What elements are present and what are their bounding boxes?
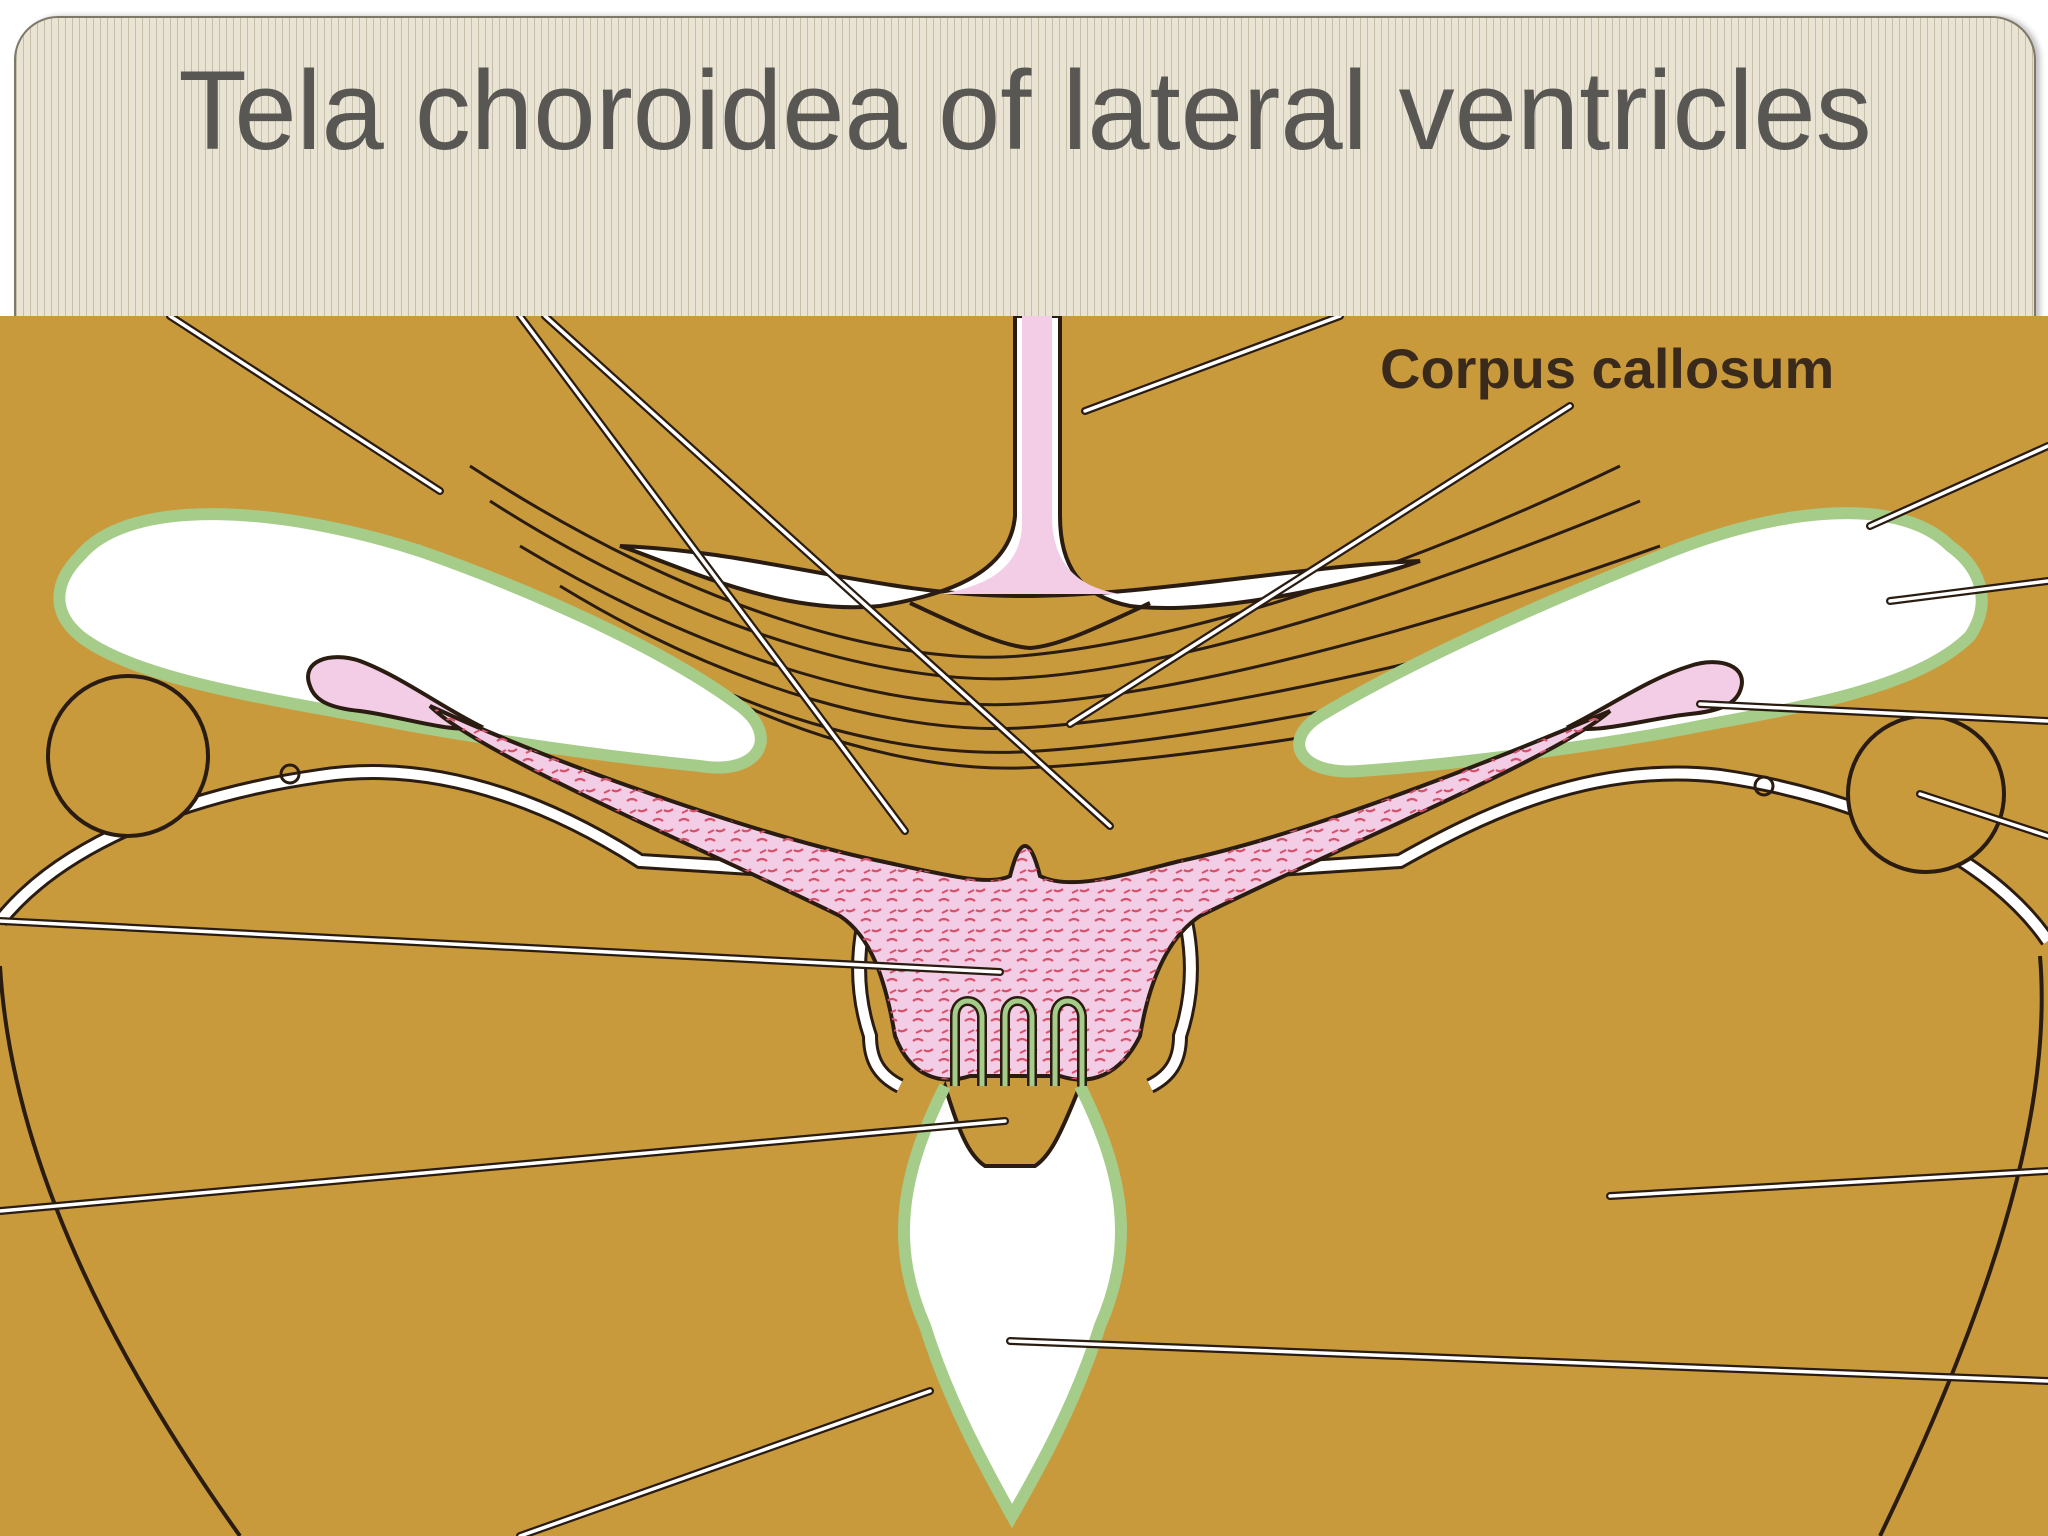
thalamus-left — [46, 674, 301, 838]
septum-pellucidum — [619, 316, 1421, 651]
tela-choroidea — [428, 704, 1612, 1082]
slide-title: Tela choroidea of lateral ventricles — [178, 48, 1872, 173]
title-panel: Tela choroidea of lateral ventricles — [14, 16, 2036, 336]
lateral-ventricle-right — [1293, 507, 1988, 778]
anatomy-diagram: Corpus callosum — [0, 316, 2048, 1536]
pointer-lines — [0, 316, 2048, 1536]
label-corpus-callosum: Corpus callosum — [1380, 337, 1834, 400]
anatomy-figure: Corpus callosum — [0, 316, 2048, 1536]
third-ventricle — [897, 996, 1128, 1529]
